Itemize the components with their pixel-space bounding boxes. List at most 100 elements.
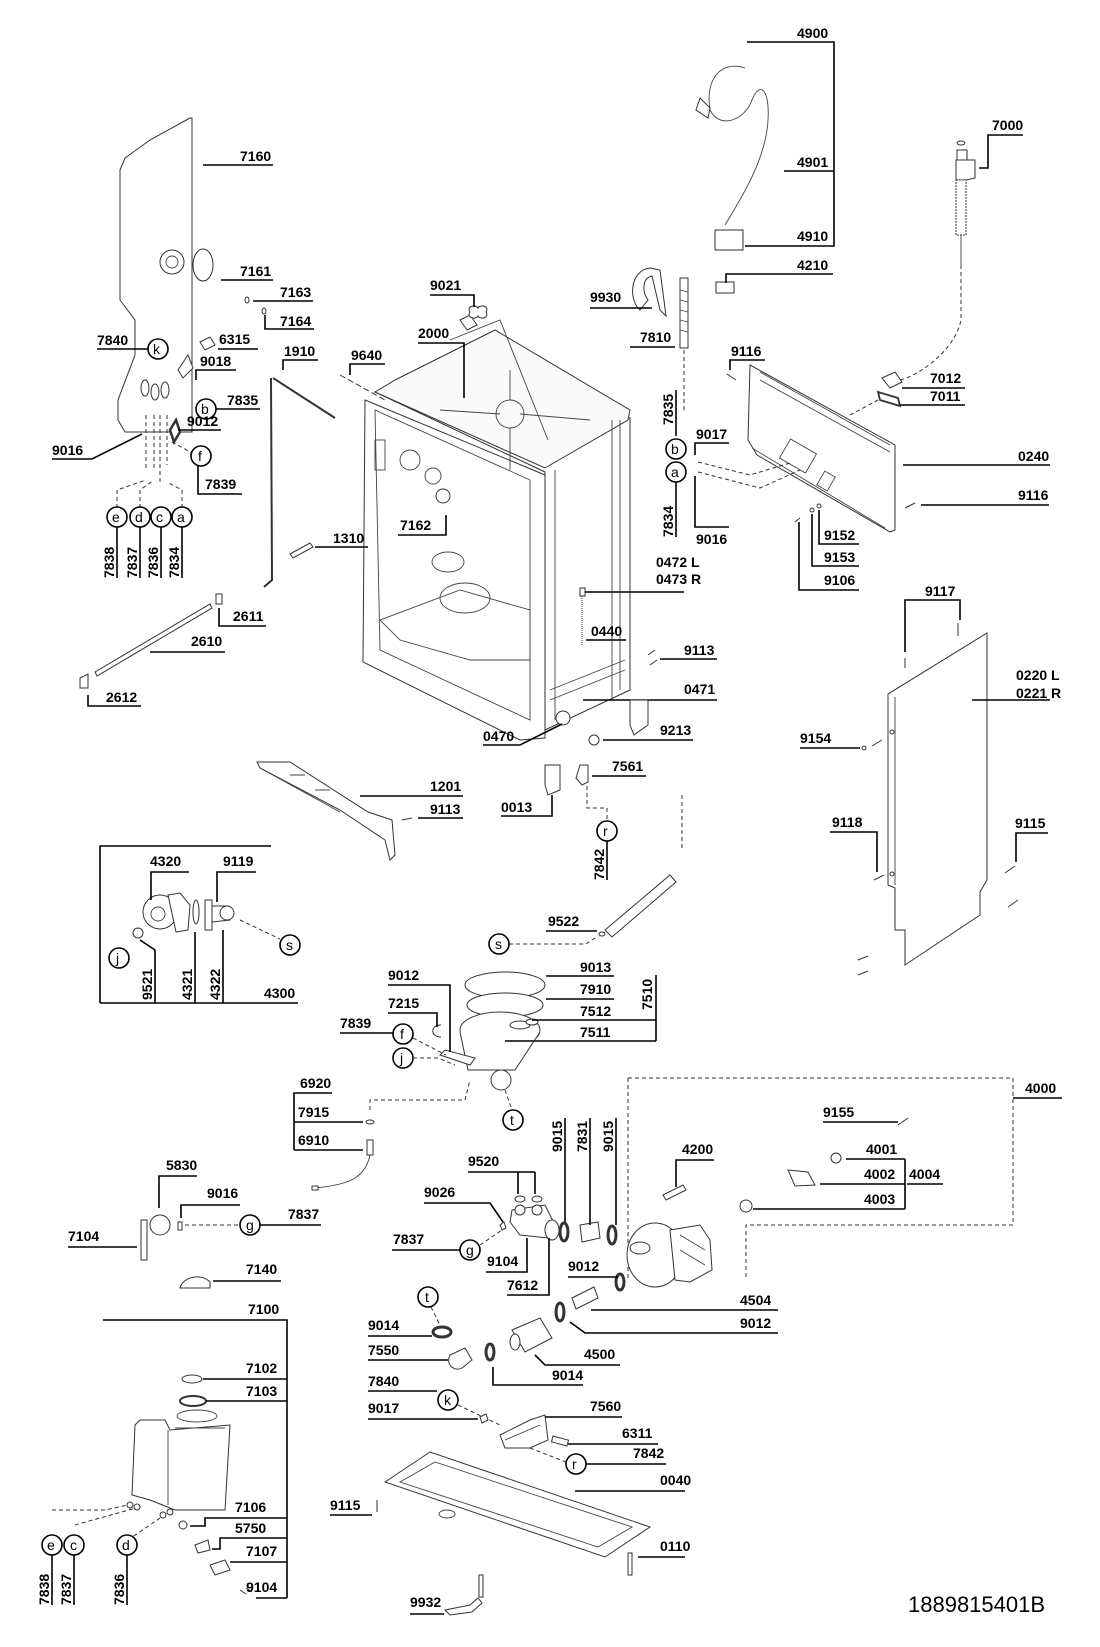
svg-text:9018: 9018 xyxy=(200,353,231,369)
svg-text:9119: 9119 xyxy=(223,853,254,869)
label-9154: 9154 xyxy=(800,730,883,751)
label-9521: 9521 xyxy=(139,939,156,1003)
svg-text:r: r xyxy=(603,823,608,839)
side-insulation-panel xyxy=(117,117,267,483)
svg-text:9017: 9017 xyxy=(368,1400,399,1416)
label-9018: 9018 xyxy=(195,353,236,380)
svg-text:a: a xyxy=(177,509,185,525)
svg-text:9014: 9014 xyxy=(552,1367,583,1383)
label-9012-sump: 9012 xyxy=(388,967,451,1052)
svg-text:7102: 7102 xyxy=(246,1360,277,1376)
label-4001-4002-4003-4004: 4001 4002 4003 4004 xyxy=(739,1141,943,1213)
label-9932: 9932 xyxy=(410,1574,484,1616)
label-7910: 7910 xyxy=(546,981,614,1000)
callout-group-ecd-low: e c d 7838 7837 7836 xyxy=(36,1504,161,1605)
label-6315: 6315 xyxy=(218,331,258,350)
svg-text:b: b xyxy=(671,441,679,457)
label-9115-low: 9115 xyxy=(330,1497,378,1516)
label-9026: 9026 xyxy=(424,1184,504,1223)
svg-text:9012: 9012 xyxy=(187,413,218,429)
label-9016-low: 9016 xyxy=(177,1185,240,1231)
svg-text:7140: 7140 xyxy=(246,1261,277,1277)
svg-text:0472 L: 0472 L xyxy=(656,554,700,570)
svg-text:9116: 9116 xyxy=(1018,487,1049,503)
callout-g-mid: 7837 g xyxy=(392,1229,503,1261)
svg-text:7839: 7839 xyxy=(340,1015,371,1031)
svg-text:7104: 7104 xyxy=(68,1228,99,1244)
label-9115-right: 9115 xyxy=(1004,815,1048,908)
label-9118: 9118 xyxy=(830,814,885,881)
label-9014-a: 9014 xyxy=(368,1317,453,1339)
salt-container-7100: 7100 7102 7103 7106 5750 7107 9104 xyxy=(103,1301,288,1599)
label-7561: 7561 xyxy=(575,758,646,820)
svg-text:f: f xyxy=(400,1026,404,1042)
label-4200: 4200 xyxy=(662,1141,714,1201)
svg-text:7842: 7842 xyxy=(591,849,607,880)
label-0471: 0471 xyxy=(583,681,717,701)
svg-text:9520: 9520 xyxy=(468,1153,499,1169)
svg-text:t: t xyxy=(425,1289,429,1305)
svg-text:9154: 9154 xyxy=(800,730,831,746)
svg-text:4003: 4003 xyxy=(864,1191,895,1207)
label-7012: 7012 xyxy=(881,370,965,389)
svg-text:7012: 7012 xyxy=(930,370,961,386)
svg-text:0013: 0013 xyxy=(501,799,532,815)
svg-text:e: e xyxy=(112,509,120,525)
svg-text:e: e xyxy=(47,1537,55,1553)
svg-text:7842: 7842 xyxy=(633,1445,664,1461)
svg-text:7837: 7837 xyxy=(58,1574,74,1605)
svg-text:7837: 7837 xyxy=(124,547,140,578)
svg-text:7000: 7000 xyxy=(992,117,1023,133)
svg-text:9932: 9932 xyxy=(410,1594,441,1610)
svg-text:9104: 9104 xyxy=(487,1253,518,1269)
callout-j-left: j xyxy=(108,947,130,969)
svg-text:4910: 4910 xyxy=(797,228,828,244)
label-9117: 9117 xyxy=(904,583,961,668)
svg-text:9012: 9012 xyxy=(740,1315,771,1331)
svg-text:0470: 0470 xyxy=(483,728,514,744)
svg-text:7161: 7161 xyxy=(240,263,271,279)
svg-text:7838: 7838 xyxy=(101,547,117,578)
label-9119: 9119 xyxy=(216,853,256,902)
svg-text:9118: 9118 xyxy=(832,814,863,830)
loose-screws-bottom xyxy=(857,955,869,976)
svg-text:9016: 9016 xyxy=(52,442,83,458)
label-9116-right: 9116 xyxy=(904,487,1049,509)
svg-text:9153: 9153 xyxy=(824,549,855,565)
inlet-hose-7000: 7000 xyxy=(899,117,1023,381)
aqua-stop-7560: 7560 xyxy=(499,1398,622,1449)
heater-group-4300 xyxy=(99,845,298,1004)
svg-text:9012: 9012 xyxy=(388,967,419,983)
callout-j-sump: j xyxy=(392,1047,456,1069)
svg-text:7560: 7560 xyxy=(590,1398,621,1414)
svg-text:9016: 9016 xyxy=(696,531,727,547)
svg-text:7163: 7163 xyxy=(280,284,311,300)
svg-text:7836: 7836 xyxy=(111,1574,127,1605)
svg-text:9015: 9015 xyxy=(549,1121,565,1152)
svg-text:7910: 7910 xyxy=(580,981,611,997)
svg-text:7839: 7839 xyxy=(205,476,236,492)
label-0470: 0470 xyxy=(483,710,571,746)
label-6920-7915-6910: 6920 7915 6910 xyxy=(293,1075,471,1191)
label-9113-left: 9113 xyxy=(401,801,463,821)
svg-text:7840: 7840 xyxy=(97,332,128,348)
label-7550: 7550 xyxy=(368,1342,473,1370)
svg-text:r: r xyxy=(572,1456,577,1472)
label-0220-0221: 0220 L 0221 R xyxy=(972,667,1061,701)
svg-text:9013: 9013 xyxy=(580,959,611,975)
svg-text:7837: 7837 xyxy=(393,1231,424,1247)
svg-text:9640: 9640 xyxy=(351,347,382,363)
svg-text:9026: 9026 xyxy=(424,1184,455,1200)
label-9013: 9013 xyxy=(546,959,614,977)
svg-text:6910: 6910 xyxy=(298,1132,329,1148)
callout-f-top: f 7839 xyxy=(171,441,242,495)
label-7215: 7215 xyxy=(388,995,442,1038)
label-5830: 5830 xyxy=(149,1157,197,1236)
svg-text:0240: 0240 xyxy=(1018,448,1049,464)
label-1310: 1310 xyxy=(289,530,368,559)
svg-text:4001: 4001 xyxy=(866,1141,897,1157)
callout-s-sump: s xyxy=(488,933,510,955)
svg-text:9213: 9213 xyxy=(660,722,691,738)
svg-text:9522: 9522 xyxy=(548,913,579,929)
svg-text:6920: 6920 xyxy=(300,1075,331,1091)
